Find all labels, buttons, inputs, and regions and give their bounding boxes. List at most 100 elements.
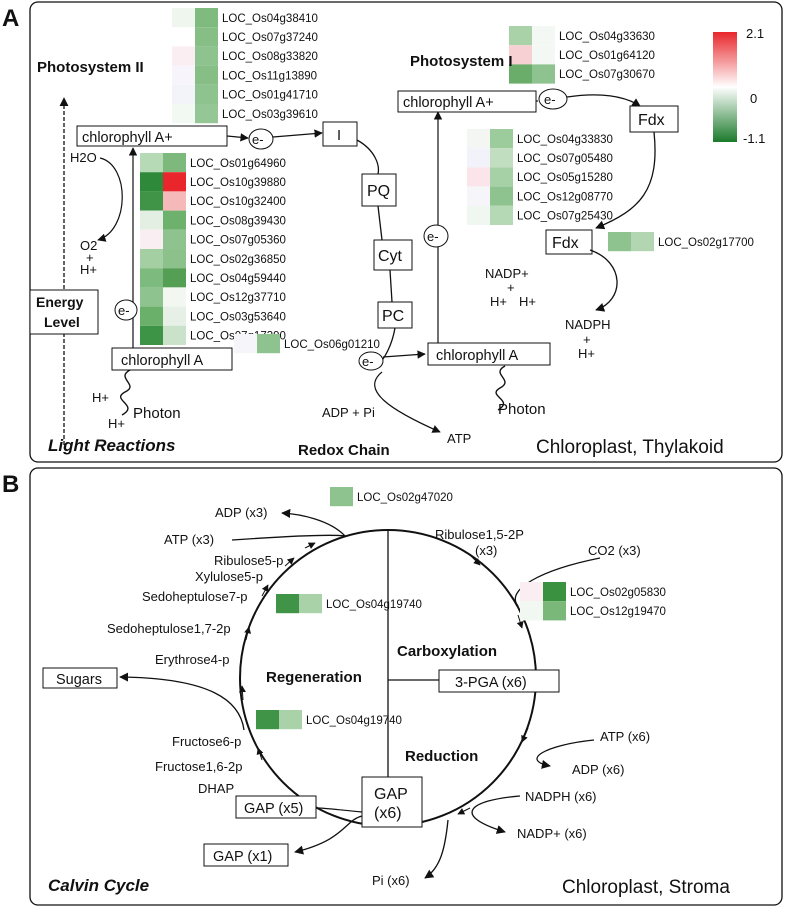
heatmap-cell: [163, 249, 186, 269]
heatmap-cell: [163, 229, 186, 249]
electron-ps1-bubble: [423, 224, 449, 248]
cycle-arrow-9: [284, 557, 295, 567]
gap-center-label: GAP: [374, 786, 408, 803]
gene-label: LOC_Os04g33630: [559, 31, 655, 43]
photosystem1-heatmap: LOC_Os04g33630LOC_Os01g64120LOC_Os07g306…: [509, 26, 655, 84]
legend-min-label: -1.1: [743, 131, 765, 146]
nadph-hplus: H+: [578, 346, 595, 361]
adp-x6-label: ADP (x6): [572, 762, 625, 777]
photon-right-wave: [495, 365, 506, 411]
stroma-location: Chloroplast, Stroma: [562, 877, 730, 898]
heatmap-cell: [140, 325, 163, 345]
gene-label: LOC_Os02g47020: [357, 492, 453, 504]
heatmap-cell: [490, 186, 513, 206]
adp-x3-label: ADP (x3): [215, 505, 268, 520]
redox-chain-title: Redox Chain: [298, 442, 390, 459]
gap-x1-label: GAP (x1): [213, 849, 272, 865]
photon-left-hplus1: H+: [92, 390, 109, 405]
heatmap-cell: [163, 325, 186, 345]
h2o-label: H2O: [70, 150, 97, 165]
pq-label: PQ: [367, 183, 390, 200]
pq-box: [361, 173, 397, 207]
cycle-arrow-4: [457, 807, 471, 815]
sedoheptulose7p-label: Sedoheptulose7-p: [142, 589, 248, 604]
heatmap-cell: [467, 129, 490, 149]
gene-label: LOC_Os01g41710: [222, 90, 318, 102]
ps2-to-electron-arrow: [226, 133, 249, 142]
gene-label: LOC_Os01g64960: [190, 158, 286, 170]
chlorophyll-a-right-box: [427, 342, 551, 366]
heatmap-cell: [467, 148, 490, 168]
gene-label: LOC_Os07g05480: [517, 153, 613, 165]
chlorophyll-a-right-label: chlorophyll A: [436, 348, 519, 364]
gap-x1-box: [203, 843, 289, 867]
adp-pi-label: ADP + Pi: [322, 405, 375, 420]
legend-max-label: 2.1: [746, 26, 764, 41]
gene-label: LOC_Os08g39430: [190, 215, 286, 227]
heatmap-cell: [467, 186, 490, 206]
heatmap-cell: [163, 306, 186, 326]
heatmap-cell: [276, 594, 299, 614]
cycle-arrow-2: [516, 614, 524, 629]
gene-label: LOC_Os12g19470: [570, 606, 666, 618]
heatmap-cell: [490, 205, 513, 225]
heatmap-cell: [467, 167, 490, 187]
photosystem2-heatmap: LOC_Os04g38410LOC_Os07g37240LOC_Os08g338…: [172, 8, 318, 124]
water-splitting-arrow: [97, 157, 123, 242]
photon-left-hplus2: H+: [108, 416, 125, 431]
heatmap-cell: [195, 46, 218, 66]
heatmap-cell: [163, 172, 186, 192]
ribulose5p-label: Ribulose5-p: [214, 553, 283, 568]
fdx-transfer-arrow: [595, 131, 656, 230]
sugars-label: Sugars: [56, 672, 102, 688]
electron-left-label: e-: [118, 303, 130, 318]
panel-a-letter: A: [2, 5, 19, 32]
gene-label: LOC_Os03g39610: [222, 109, 318, 121]
sugars-box: [42, 667, 118, 689]
o2-label: O2: [80, 238, 97, 253]
erythrose4p-label: Erythrose4-p: [155, 652, 229, 667]
heatmap-cell: [467, 205, 490, 225]
heatmap-cell: [172, 27, 195, 47]
gap-to-x5-arrow: [317, 807, 363, 813]
nadph-arrow: [589, 249, 618, 312]
heatmap-cell: [195, 104, 218, 124]
gap-x5-label: GAP (x5): [244, 801, 303, 817]
heatmap-cell: [631, 232, 654, 252]
gene-label: LOC_Os07g37240: [222, 32, 318, 44]
electron-bottom-label: e-: [362, 354, 374, 369]
gene-label: LOC_Os01g64120: [559, 50, 655, 62]
photosystem2-complex-heatmap: LOC_Os01g64960LOC_Os10g39880LOC_Os10g324…: [140, 153, 286, 345]
calvin-top-heatmap: LOC_Os02g47020: [330, 487, 453, 507]
photosystem2-title: Photosystem II: [37, 59, 144, 76]
calvin-regeneration-heatmap-1: LOC_Os04g19740: [276, 594, 422, 614]
calvin-regeneration-heatmap-2: LOC_Os04g19740: [256, 710, 402, 730]
cycle-arrow-10: [304, 542, 316, 549]
heatmap-cell: [543, 582, 566, 602]
heatmap-cell: [172, 8, 195, 28]
nadp-hplus-2: H+: [519, 294, 536, 309]
heatmap-cell: [140, 287, 163, 307]
heatmap-cell: [532, 26, 555, 46]
chlorophyll-a-plus-right-label: chlorophyll A+: [403, 95, 494, 111]
electron-top-bubble: [248, 128, 274, 150]
heatmap-cell: [543, 601, 566, 621]
gene-label: LOC_Os04g38410: [222, 13, 318, 25]
complex-i-label: I: [337, 128, 341, 144]
heatmap-cell: [490, 129, 513, 149]
fdx-mid-box: [545, 229, 593, 255]
gene-label: LOC_Os10g39880: [190, 177, 286, 189]
heatmap-cell: [140, 306, 163, 326]
atp-label: ATP: [447, 431, 471, 446]
gene-label: LOC_Os04g33830: [517, 134, 613, 146]
photon-right-label: Photon: [498, 401, 546, 418]
co2-fixation-arrow: [514, 557, 601, 607]
calvin-cycle-title: Calvin Cycle: [48, 876, 149, 895]
cycle-arrow-6: [238, 685, 246, 701]
gene-label: LOC_Os12g37710: [190, 292, 286, 304]
heatmap-cell: [509, 45, 532, 65]
pi-x6-label: Pi (x6): [372, 873, 410, 888]
o2-hplus: H+: [80, 262, 97, 277]
nadph-x6-label: NADPH (x6): [525, 789, 597, 804]
gene-label: LOC_Os07g30670: [559, 69, 655, 81]
